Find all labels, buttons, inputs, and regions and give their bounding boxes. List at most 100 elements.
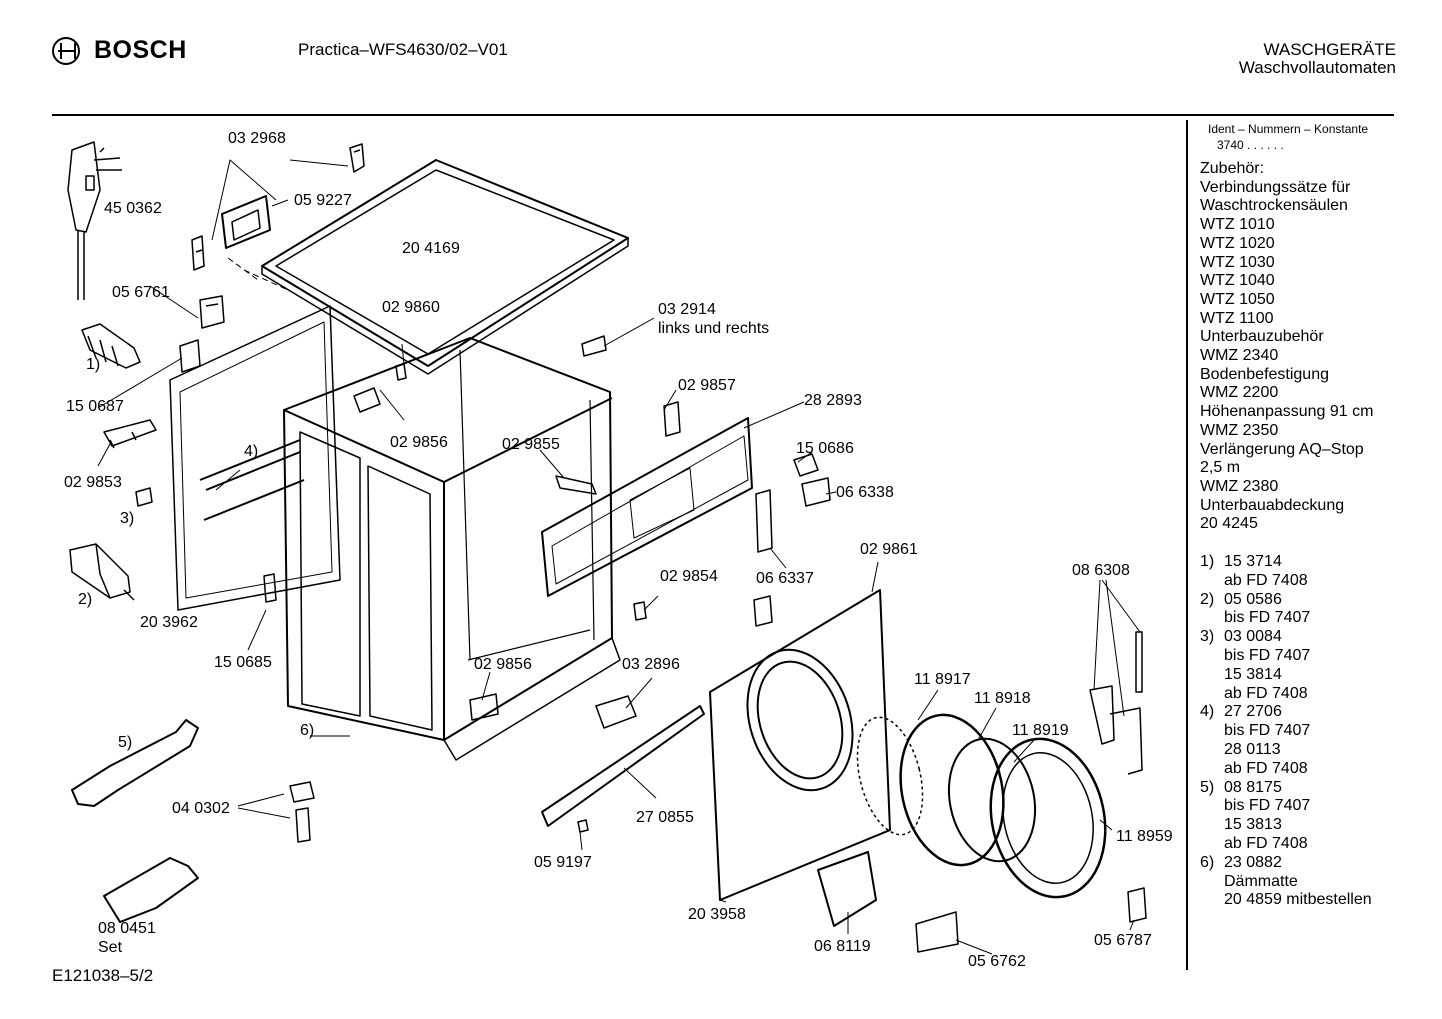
note-row: ab FD 7408	[1200, 572, 1372, 591]
note-row: 28 0113	[1200, 741, 1372, 760]
clip-032968-drawing	[349, 143, 365, 173]
filter-2-drawing	[69, 543, 135, 601]
label-080451: 08 0451	[98, 920, 156, 937]
note-row: 2) 05 0586	[1200, 591, 1372, 610]
label-note-6: 6)	[300, 722, 315, 739]
ident-title: Ident – Nummern – Konstante	[1208, 122, 1369, 136]
note-row: Dämmatte	[1200, 873, 1372, 892]
note-row: bis FD 7407	[1200, 609, 1372, 628]
note-text: ab FD 7408	[1224, 759, 1308, 777]
top-cover-drawing	[261, 159, 629, 375]
accessory-item: WTZ 1030	[1200, 253, 1275, 271]
accessory-item: WTZ 1040	[1200, 272, 1275, 290]
note-text: 15 3814	[1224, 665, 1282, 683]
ident-value: 3740 . . . . . .	[1217, 138, 1284, 152]
label-066338: 06 6338	[836, 484, 894, 501]
label-059197: 05 9197	[534, 854, 592, 871]
accessory-item: Waschtrockensäulen	[1200, 197, 1348, 215]
label-118917: 11 8917	[914, 671, 971, 688]
rail-066337-drawing	[755, 489, 773, 553]
accessory-item: WTZ 1100	[1200, 309, 1274, 327]
note-row: ab FD 7408	[1200, 760, 1372, 779]
wrench-drawing	[71, 719, 199, 807]
label-029856-bottom: 02 9856	[474, 656, 532, 673]
note-text: 20 4859 mitbestellen	[1224, 891, 1372, 909]
label-270855: 27 0855	[636, 809, 694, 826]
note-row: 4)27 2706	[1200, 703, 1372, 722]
label-note-4: 4)	[244, 443, 259, 460]
bracket-front-drawing	[753, 595, 773, 627]
label-029854: 02 9854	[660, 568, 718, 585]
note-text: 05 0586	[1224, 590, 1282, 608]
label-056787: 05 6787	[1094, 932, 1152, 949]
note-number: 2)	[1200, 590, 1215, 608]
set-080451-drawing	[103, 857, 199, 923]
clip-029856-bottom-drawing	[469, 693, 499, 721]
accessory-item: WMZ 2340	[1200, 347, 1279, 365]
door-ring-118959-drawing	[989, 737, 1107, 899]
note-text: bis FD 7407	[1224, 646, 1311, 664]
label-032914-note: links und rechts	[658, 320, 770, 337]
clip-029855-drawing	[555, 475, 597, 495]
label-066337: 06 6337	[756, 570, 814, 587]
note-row: 15 3814	[1200, 666, 1372, 685]
accessory-item: Verbindungssätze für	[1200, 178, 1351, 196]
holder-056761-drawing	[199, 295, 225, 329]
clip-left-drawing	[191, 235, 205, 271]
note-row: ab FD 7408	[1200, 685, 1372, 704]
label-118959: 11 8959	[1116, 828, 1173, 845]
note-number: 5)	[1200, 778, 1215, 796]
holder-029857-drawing	[663, 401, 681, 437]
label-056761: 05 6761	[112, 284, 170, 301]
note-row: 6)23 0882	[1200, 854, 1372, 873]
note-text: ab FD 7408	[1224, 571, 1308, 589]
valve-1-drawing	[81, 323, 141, 369]
note-row: 15 3813	[1200, 816, 1372, 835]
accessory-item: WMZ 2350	[1200, 421, 1279, 439]
note-text: bis FD 7407	[1224, 797, 1311, 815]
note-number	[1200, 760, 1224, 779]
label-029857: 02 9857	[678, 377, 736, 394]
note-row: 1) 15 3714	[1200, 553, 1372, 572]
note-row: bis FD 7407	[1200, 797, 1372, 816]
accessory-item: Zubehör:	[1200, 160, 1265, 177]
label-150685: 15 0685	[214, 654, 272, 671]
note-row: bis FD 7407	[1200, 647, 1372, 666]
label-086308: 08 6308	[1072, 562, 1130, 579]
note-text: 03 0084	[1224, 628, 1282, 646]
note-number: 6)	[1200, 853, 1215, 871]
accessory-item: WMZ 2380	[1200, 477, 1279, 495]
bracket-056762-drawing	[915, 911, 959, 953]
label-note-2: 2)	[78, 591, 93, 608]
note-text: 15 3714	[1224, 553, 1282, 570]
ring-118918-drawing	[899, 713, 1005, 867]
back-panel-drawing	[169, 305, 341, 611]
accessory-item: Bodenbefestigung	[1200, 365, 1329, 383]
note-number	[1200, 873, 1224, 892]
note-text: 15 3813	[1224, 816, 1282, 834]
note-number	[1200, 722, 1224, 741]
strip-270855-drawing	[541, 705, 705, 827]
label-032896: 03 2896	[622, 656, 680, 673]
label-282893: 28 2893	[804, 392, 862, 409]
note-number	[1200, 816, 1224, 835]
bracket-029853-drawing	[103, 419, 157, 449]
accessory-item: 2,5 m	[1200, 459, 1241, 477]
control-frame-drawing	[541, 417, 753, 597]
note-number	[1200, 741, 1224, 760]
accessory-item: Verlängerung AQ–Stop	[1200, 440, 1364, 458]
note-row: bis FD 7407	[1200, 722, 1372, 741]
accessory-item: Unterbauabdeckung	[1200, 496, 1345, 514]
label-203958: 20 3958	[688, 906, 746, 923]
label-059227: 05 9227	[294, 192, 352, 209]
category-title: WASCHGERÄTE	[1263, 40, 1396, 59]
note-number: 1)	[1200, 553, 1215, 570]
note-row: 3)03 0084	[1200, 628, 1372, 647]
note-number	[1200, 891, 1224, 910]
note-number	[1200, 666, 1224, 685]
brand-name: BOSCH	[94, 36, 187, 64]
accessory-item: WMZ 2200	[1200, 384, 1279, 402]
note-row: ab FD 7408	[1200, 835, 1372, 854]
